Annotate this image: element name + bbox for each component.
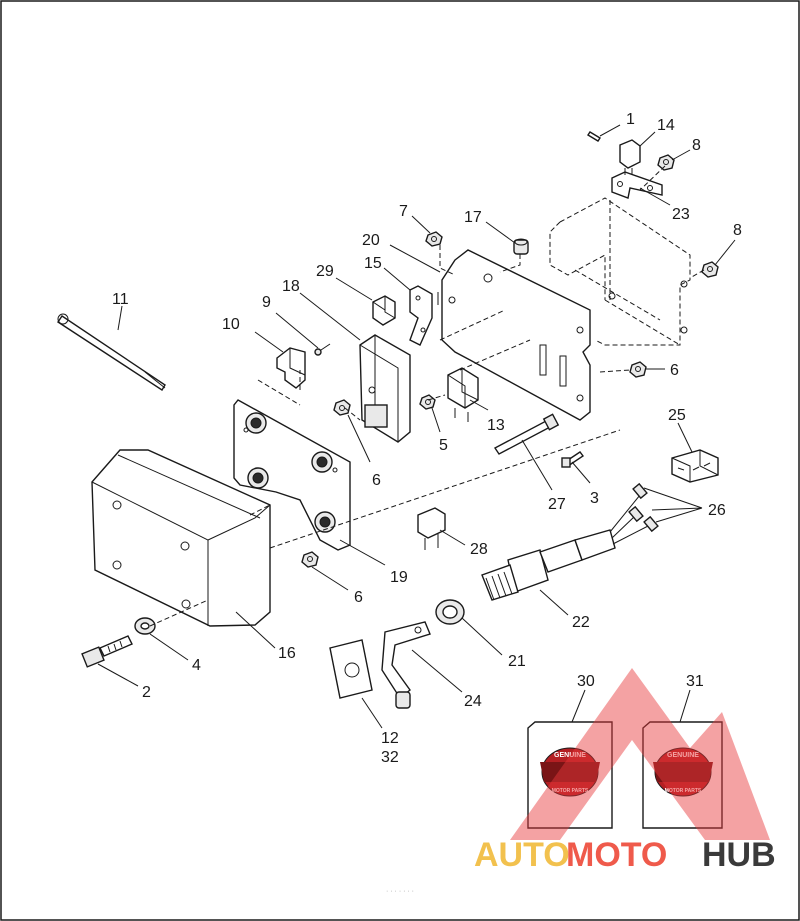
callout-30: 30 bbox=[577, 673, 595, 690]
bracket-23 bbox=[611, 171, 663, 199]
nut-7 bbox=[425, 231, 443, 247]
callout-21: 21 bbox=[508, 653, 526, 670]
callout-19: 19 bbox=[390, 569, 408, 586]
badge-box-30 bbox=[527, 721, 613, 829]
callout-8a: 8 bbox=[692, 137, 701, 154]
panel-19 bbox=[233, 399, 351, 551]
callout-27: 27 bbox=[548, 496, 566, 513]
badge-31-top: GENUINE bbox=[667, 752, 699, 759]
callout-6b: 6 bbox=[670, 362, 679, 379]
callout-7: 7 bbox=[399, 203, 408, 220]
callout-15: 15 bbox=[364, 255, 382, 272]
screw-1 bbox=[587, 131, 601, 142]
leader-lines bbox=[97, 124, 736, 729]
callout-labels: 1 14 8 23 8 7 17 20 15 29 18 11 9 10 6 1… bbox=[112, 111, 742, 766]
washer-4 bbox=[134, 617, 156, 635]
callout-28: 28 bbox=[470, 541, 488, 558]
callout-12: 12 bbox=[381, 730, 399, 747]
watermark-auto: AUTO bbox=[474, 836, 570, 874]
bracket-24 bbox=[381, 621, 431, 709]
callout-6a: 6 bbox=[372, 472, 381, 489]
screw-3 bbox=[561, 451, 585, 468]
stud-27 bbox=[493, 413, 560, 455]
gasket-12 bbox=[329, 639, 373, 699]
badge-31-bottom: MOTOR PARTS bbox=[665, 788, 702, 794]
callout-31: 31 bbox=[686, 673, 704, 690]
callout-22: 22 bbox=[572, 614, 590, 631]
badge-box-31 bbox=[642, 721, 723, 829]
callout-14: 14 bbox=[657, 117, 675, 134]
callout-4: 4 bbox=[192, 657, 201, 674]
callout-8b: 8 bbox=[733, 222, 742, 239]
wires-26 bbox=[609, 482, 659, 545]
badge-30-bottom: MOTOR PARTS bbox=[552, 788, 589, 794]
callout-6c: 6 bbox=[354, 589, 363, 606]
connector-25 bbox=[671, 449, 719, 483]
footer-faint-text: · · · · · · · bbox=[386, 888, 414, 895]
callout-10: 10 bbox=[222, 316, 240, 333]
nut-6c bbox=[301, 551, 319, 568]
callout-5: 5 bbox=[439, 437, 448, 454]
callout-3: 3 bbox=[590, 490, 599, 507]
callout-9: 9 bbox=[262, 294, 271, 311]
module-18 bbox=[359, 334, 411, 443]
spacer-17 bbox=[513, 238, 529, 255]
callout-29: 29 bbox=[316, 263, 334, 280]
main-plate bbox=[441, 249, 591, 421]
callout-20: 20 bbox=[362, 232, 380, 249]
screw-9 bbox=[314, 343, 331, 356]
watermark-moto: MOTO bbox=[566, 836, 667, 874]
callout-13: 13 bbox=[487, 417, 505, 434]
nut-8a bbox=[657, 154, 675, 171]
callout-24: 24 bbox=[464, 693, 482, 710]
clip-10 bbox=[276, 347, 306, 389]
nut-8b bbox=[701, 261, 719, 278]
relay-13 bbox=[447, 367, 479, 422]
callout-17: 17 bbox=[464, 209, 482, 226]
nut-6a bbox=[333, 399, 351, 416]
callout-16: 16 bbox=[278, 645, 296, 662]
callout-1: 1 bbox=[626, 111, 635, 128]
callout-2: 2 bbox=[142, 684, 151, 701]
callout-26: 26 bbox=[708, 502, 726, 519]
relay-29 bbox=[372, 295, 396, 326]
callout-32: 32 bbox=[381, 749, 399, 766]
callout-23: 23 bbox=[672, 206, 690, 223]
bracket-15 bbox=[409, 285, 443, 346]
watermark-logo bbox=[510, 668, 770, 840]
cover-16 bbox=[91, 449, 271, 627]
watermark-hub: HUB bbox=[702, 836, 776, 874]
nut-21 bbox=[435, 599, 465, 625]
cable-tie-11 bbox=[57, 313, 166, 391]
callout-11: 11 bbox=[112, 291, 129, 308]
callout-25: 25 bbox=[668, 407, 686, 424]
callout-18: 18 bbox=[282, 278, 300, 295]
assembly-lines bbox=[149, 165, 705, 627]
relay-14 bbox=[619, 139, 641, 175]
badge-30-top: GENUINE bbox=[554, 752, 586, 759]
fuse-28 bbox=[417, 507, 446, 550]
bolt-2 bbox=[81, 635, 133, 668]
nut-6b bbox=[629, 361, 647, 378]
bracket-dashed-outline bbox=[549, 197, 691, 346]
sensor-22 bbox=[481, 529, 616, 601]
nut-5 bbox=[419, 394, 436, 410]
